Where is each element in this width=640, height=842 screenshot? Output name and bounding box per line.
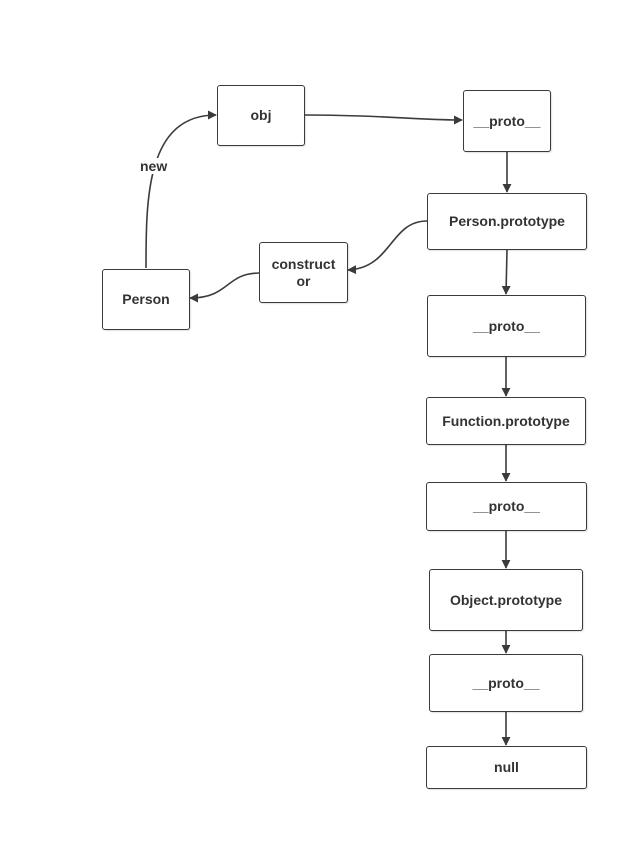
node-person-prototype-proto-label: __proto__: [473, 317, 540, 334]
node-object-prototype: Object.prototype: [429, 569, 583, 631]
node-object-prototype-proto: __proto__: [429, 654, 583, 712]
node-person-prototype-label: Person.prototype: [449, 213, 565, 229]
node-null: null: [426, 746, 587, 789]
node-function-prototype: Function.prototype: [426, 397, 586, 445]
node-person-label: Person: [122, 291, 170, 307]
node-object-prototype-proto-label: __proto__: [472, 674, 540, 691]
edge-constructor-to-person: [189, 272, 261, 303]
node-person-prototype-proto: __proto__: [427, 295, 586, 357]
node-constructor-label-line2: or: [296, 272, 311, 289]
edge-person-prototype-to-constructor: [347, 220, 428, 275]
node-person: Person: [102, 269, 190, 330]
edge-person-prototype-to-proto: [501, 249, 511, 295]
edge-person-to-obj: [145, 110, 217, 269]
node-obj: obj: [217, 85, 305, 146]
node-obj-proto-label: __proto__: [473, 112, 541, 129]
node-null-label: null: [494, 759, 519, 775]
node-object-prototype-label: Object.prototype: [449, 591, 562, 608]
node-obj-label: obj: [250, 107, 272, 123]
edge-obj-to-proto: [304, 114, 463, 125]
node-person-prototype: Person.prototype: [427, 193, 587, 250]
node-function-prototype-proto-label: __proto__: [473, 498, 540, 514]
edge-label-new: new: [138, 158, 170, 174]
node-function-prototype-proto: __proto__: [426, 482, 587, 531]
node-function-prototype-label: Function.prototype: [442, 412, 570, 429]
node-constructor: construct or: [259, 242, 348, 303]
node-constructor-label-line1: construct: [271, 255, 336, 272]
node-obj-proto: __proto__: [463, 90, 551, 152]
